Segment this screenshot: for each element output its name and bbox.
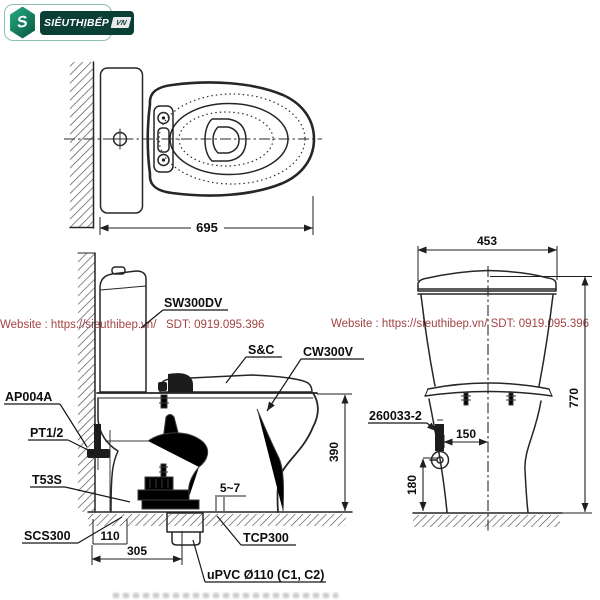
label-260033-2: 260033-2 [368, 409, 437, 432]
label-t53s: T53S [32, 473, 62, 487]
tank-plan-outline [99, 67, 144, 214]
tank-side [99, 266, 147, 393]
front-view: 453 [368, 234, 592, 532]
dim-305: 305 [91, 531, 183, 565]
label-scs300: SCS300 [24, 529, 71, 543]
outlet-flange-stack [137, 476, 200, 510]
dim-150: 150 [443, 427, 488, 448]
label-cw300v: CW300V [303, 345, 354, 359]
dim-390: 390 [317, 393, 352, 511]
dim-390-text: 390 [327, 442, 341, 462]
label-pt12: PT1/2 [30, 426, 63, 440]
dim-305-text: 305 [127, 544, 147, 558]
dim-150-text: 150 [456, 427, 476, 441]
logo-wordmark: SIÊUTHỊBẾP VN [40, 10, 135, 35]
dim-770-text: 770 [567, 388, 581, 408]
dim-180-text: 180 [405, 475, 419, 495]
water-surface-outline [204, 118, 247, 162]
side-view: SW300DV S&C CW300V AP004A PT1/2 T53S SCS… [4, 252, 364, 583]
seat-and-cover-side [158, 373, 313, 393]
dim-110-text: 110 [100, 529, 120, 543]
bowl-interior-lines [87, 394, 284, 512]
dim-695-text: 695 [196, 220, 218, 235]
wall-hatch [70, 62, 93, 228]
flange-bolt [159, 463, 168, 478]
dim-5-7-text: 5~7 [220, 481, 241, 495]
logo-brand-text: SIÊUTHỊBẾP [44, 16, 110, 29]
seat-hinge-plan [153, 105, 174, 173]
dim-110: 110 [92, 519, 128, 545]
seat-bolt-left [461, 392, 471, 406]
floor-hatch-front [413, 515, 560, 527]
tank-front [417, 269, 557, 387]
dim-453: 453 [417, 234, 558, 281]
lid-outline [146, 81, 316, 197]
label-tcp300: TCP300 [243, 531, 289, 545]
seat-bolt [159, 394, 169, 409]
watermark-right: Website : https://sieuthibep.vn/ SDT: 09… [331, 318, 590, 330]
sieuthibep-logo: S SIÊUTHỊBẾP VN [4, 4, 135, 41]
dim-5-7: 5~7 [215, 481, 246, 511]
cutoff-caption [113, 593, 338, 598]
dim-770: 770 [490, 276, 592, 514]
wall-hatch-side [78, 253, 95, 512]
label-upvc: uPVC Ø110 (C1, C2) [207, 568, 324, 582]
drain-pipe [166, 512, 204, 546]
flush-button [111, 266, 126, 275]
label-ap004a: AP004A [5, 390, 52, 404]
label-sw300dv: SW300DV [164, 296, 223, 310]
watermark-left: Website : https://sieuthibep.vn/ SDT: 09… [0, 319, 265, 331]
dim-180: 180 [405, 457, 438, 511]
top-view: 695 [64, 61, 322, 235]
seat-bolt-right [506, 392, 516, 406]
stop-valve [429, 419, 450, 470]
trap-outline [212, 126, 240, 154]
label-260033-2-text: 260033-2 [369, 409, 422, 423]
label-sc: S&C [248, 343, 274, 357]
side-view-labels: SW300DV S&C CW300V AP004A PT1/2 T53S SCS… [4, 296, 364, 583]
dim-695: 695 [99, 196, 314, 235]
floor-hatch-side [88, 514, 346, 526]
dim-453-text: 453 [477, 234, 497, 248]
wall-supply-valve [87, 424, 110, 470]
seat-hinge-side [168, 373, 193, 392]
